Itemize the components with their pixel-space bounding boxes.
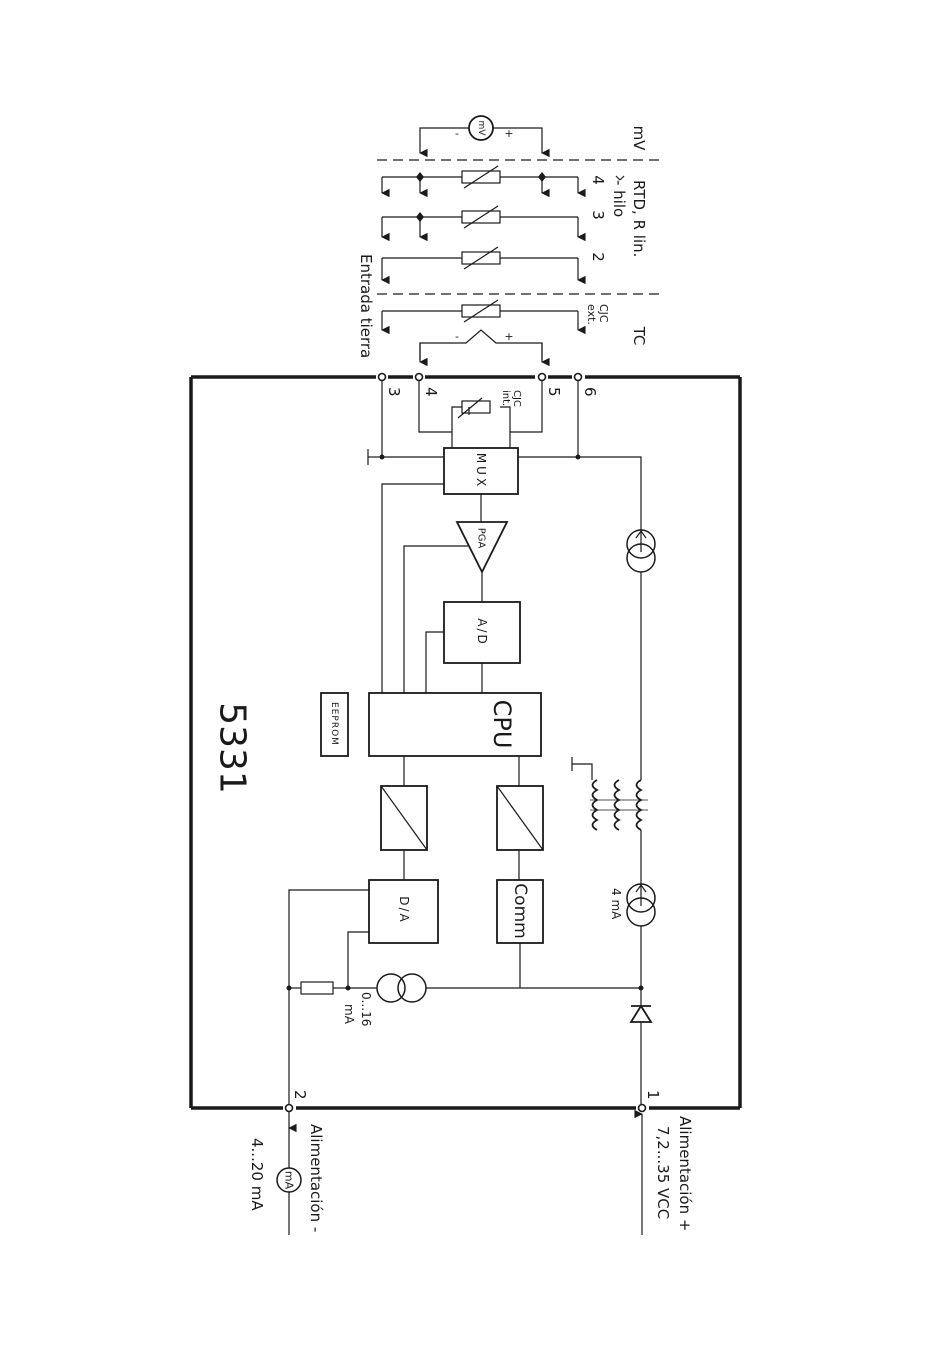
comm-label: Comm — [510, 883, 530, 938]
mv-plus-sign: + — [504, 127, 513, 140]
eeprom-block: EEPROM — [321, 693, 348, 756]
ma-meter-label: mA — [283, 1171, 296, 1190]
tc-label: TC — [630, 326, 648, 346]
cpu-block: CPU — [369, 693, 541, 756]
supply-rail: 4 mA — [578, 457, 655, 1104]
current-4ma-label: 4 mA — [609, 888, 623, 920]
output-range-label: 4...20 mA — [248, 1138, 266, 1211]
ad-label: A/D — [475, 618, 489, 646]
ground-input-label: Entrada tierra — [357, 254, 375, 358]
da-label: D/A — [397, 896, 411, 924]
terminal-4: 4 — [422, 387, 440, 397]
device-model-label: 5331 — [212, 702, 253, 794]
current-016-line2: mA — [342, 1004, 356, 1025]
cpu-label: CPU — [488, 700, 516, 749]
pga-label: PGA — [476, 528, 487, 549]
mv-minus-sign: - — [455, 127, 459, 140]
terminal-3: 3 — [385, 387, 403, 397]
rtd-label-line1: RTD, R lin. — [630, 180, 648, 257]
reverse-protection-diode — [631, 1006, 651, 1022]
ad-cpu-link — [426, 632, 444, 693]
comm-block: Comm — [497, 880, 543, 943]
power-minus-label: Alimentación - — [307, 1124, 325, 1232]
supply-terminals: 2 1 mA — [277, 1090, 662, 1235]
terminal-5: 5 — [545, 387, 563, 397]
cjc-int-line2: int. — [500, 390, 511, 406]
tc-input: - + — [382, 300, 578, 362]
isolator-output — [381, 756, 427, 880]
isolator-comm — [497, 756, 543, 880]
wire3-label: 3 — [589, 210, 607, 220]
eeprom-label: EEPROM — [329, 702, 339, 746]
ad-block: A/D — [444, 602, 520, 663]
current-016-line1: 0...16 — [359, 992, 373, 1026]
power-voltage-label: 7,2...35 VCC — [654, 1126, 672, 1219]
rtd-4-wire — [382, 166, 578, 193]
tc-minus-sign: - — [455, 330, 459, 343]
mv-source: mV - + — [420, 116, 542, 153]
rtd-label-line2: - hilo — [610, 180, 628, 217]
terminal-1: 1 — [644, 1090, 662, 1100]
terminal-2: 2 — [291, 1090, 309, 1100]
power-plus-label: Alimentación + — [676, 1116, 694, 1231]
mux-block: MUX — [444, 448, 518, 494]
mux-cpu-link — [382, 484, 444, 693]
transformer — [572, 757, 648, 830]
wire2-label: 2 — [589, 252, 607, 262]
cjc-ext-line2: ext. — [585, 304, 598, 325]
mv-source-label: mV — [476, 121, 486, 137]
terminal-6: 6 — [581, 387, 599, 397]
pga-amplifier: PGA — [457, 522, 507, 572]
wire4-label: 4 — [589, 175, 607, 185]
rtd-2-wire — [382, 247, 578, 280]
tc-plus-sign: + — [504, 330, 513, 343]
sense-resistor — [287, 982, 349, 994]
mv-input-label: mV — [630, 126, 648, 152]
current-source-016: 0...16 mA — [342, 974, 426, 1026]
da-block: D/A — [369, 880, 438, 943]
rtd-3-wire — [382, 206, 578, 237]
mux-label: MUX — [474, 453, 488, 489]
output-feedback — [289, 890, 369, 1104]
cjc-int-line1: CJC — [511, 390, 522, 407]
